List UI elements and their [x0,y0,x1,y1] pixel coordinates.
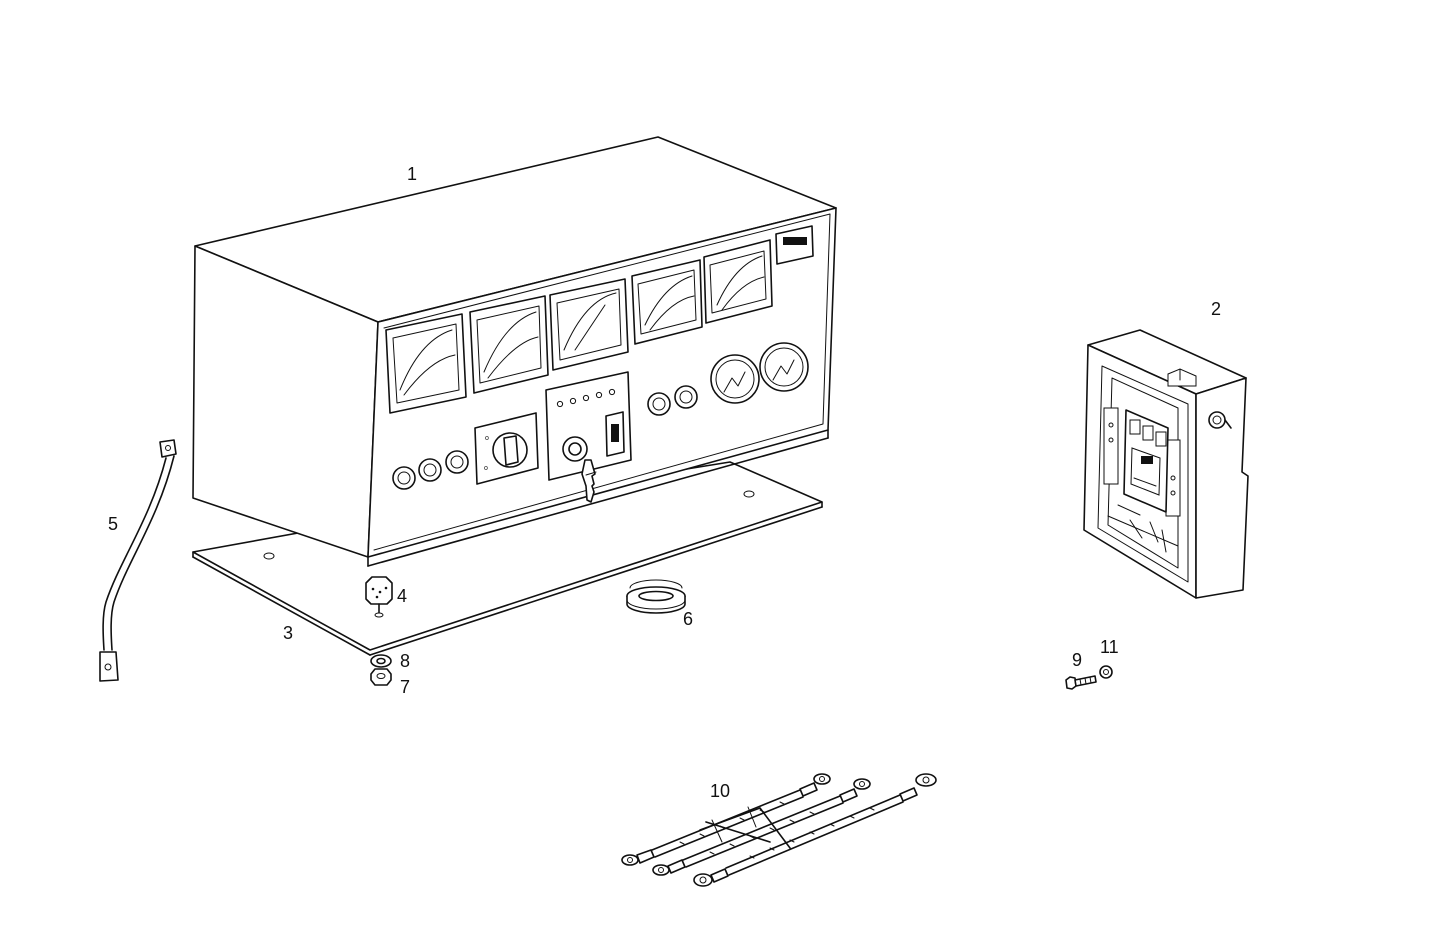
callout-4: 4 [397,586,407,606]
round-gauge-2 [759,342,809,392]
indicator-lamp-1 [392,466,416,490]
screw [1065,675,1097,690]
control-panel-box: o o [192,136,837,567]
cable-a [621,773,831,866]
hour-counter [775,225,814,265]
nut [370,668,392,686]
callout-1: 1 [407,164,417,184]
cable-b [652,778,871,876]
push-button-2 [674,385,698,409]
svg-text:o: o [484,465,488,472]
callout-9: 9 [1072,650,1082,670]
callout-8: 8 [400,651,410,671]
svg-text:o: o [485,435,489,442]
meter-gauge-4 [631,259,703,345]
callout-5: 5 [108,514,118,534]
callout-3: 3 [283,623,293,643]
ground-strap [99,439,177,682]
small-washer [1099,665,1113,679]
ignition-key [581,459,597,503]
meter-gauge-5 [703,239,773,324]
round-gauge-1 [710,354,760,404]
callout-7: 7 [400,677,410,697]
key-switch-panel [545,371,632,481]
meter-gauge-2 [469,295,549,394]
rubber-mount [365,576,393,618]
washer [370,654,392,668]
push-button-1 [647,392,671,416]
meter-gauge-3 [549,278,629,371]
cable-c [693,773,937,887]
rotary-selector-switch: o o [474,412,539,485]
remote-switch-box [1083,329,1249,599]
callout-6: 6 [683,609,693,629]
meter-gauge-1 [385,313,467,414]
grommet [626,579,686,614]
indicator-lamp-2 [418,458,442,482]
callout-11: 11 [1100,637,1119,657]
callout-2: 2 [1211,299,1221,319]
cable-harness [621,773,937,887]
indicator-lamp-3 [445,450,469,474]
callout-10: 10 [710,781,730,801]
